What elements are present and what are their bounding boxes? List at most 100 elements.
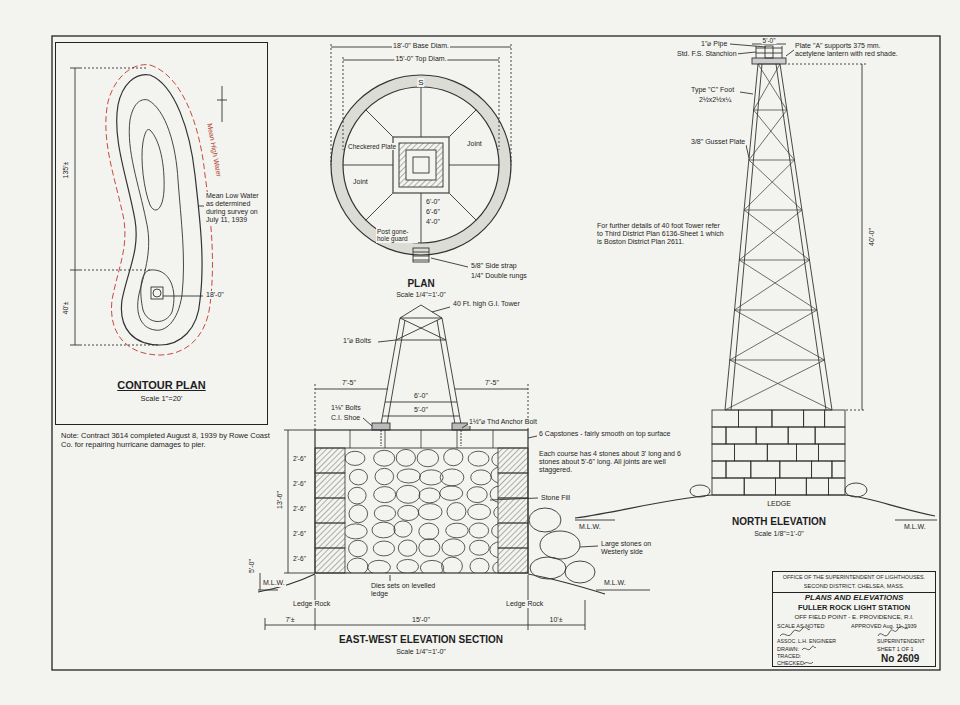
drawing-rect <box>498 448 528 473</box>
drawing-ellipse <box>467 487 487 503</box>
drawing-line <box>396 318 442 340</box>
drawing-note: 2½x2½x¼ <box>698 96 732 104</box>
drawing-ellipse <box>397 559 419 573</box>
drawing-note: Scale 1/8"=1'-0" <box>753 530 805 538</box>
drawing-line <box>331 44 332 165</box>
leader-line <box>431 258 468 267</box>
drawing-line <box>786 50 794 56</box>
drawing-rect <box>804 410 825 427</box>
drawing-note: 6'-0" <box>425 198 441 206</box>
drawing-note: Dies sets on levelled ledge <box>370 582 442 598</box>
drawing-ellipse <box>417 449 439 466</box>
drawing-line <box>575 520 615 521</box>
drawing-line <box>80 345 158 346</box>
drawing-ellipse <box>494 505 498 520</box>
drawing-note: 7'± <box>284 616 295 624</box>
drawing-note: Each course has 4 stones about 3' long a… <box>538 450 690 474</box>
view-title: PLAN <box>406 278 435 290</box>
drawing-ellipse <box>396 485 420 503</box>
node-text: SECOND DISTRICT. CHELSEA, MASS. <box>804 583 904 589</box>
drawing-ellipse <box>397 469 420 483</box>
drawing-line <box>366 110 393 137</box>
drawing-line <box>461 430 462 446</box>
drawing-rect <box>712 478 744 495</box>
drawing-line <box>730 360 825 361</box>
drawing-line <box>260 573 261 590</box>
drawing-rect <box>712 444 735 461</box>
drawing-line <box>580 546 598 547</box>
drawing-ellipse <box>490 486 498 502</box>
drawing-note: Checkered Plate <box>347 143 397 150</box>
drawing-line <box>350 430 351 448</box>
drawing-note: Scale 1/4"=1'-0" <box>395 648 447 656</box>
drawing-ellipse <box>540 531 580 559</box>
drawing-note: 15'-0" <box>411 616 431 624</box>
drawing-rect <box>788 427 815 444</box>
drawing-ellipse <box>398 505 419 520</box>
low-water-line <box>117 75 202 345</box>
drawing-rect <box>772 410 804 427</box>
drawing-ellipse <box>374 450 395 466</box>
drawing-ellipse <box>349 469 367 485</box>
sheet-border <box>52 36 940 670</box>
drawing-line <box>735 260 810 310</box>
drawing-note: 2'-6" <box>292 455 307 462</box>
drawing-line <box>80 270 150 271</box>
node-text: SHEET 1 OF 1 <box>877 646 914 652</box>
drawing-note: 2'-6" <box>292 505 307 512</box>
drawing-line <box>442 318 462 430</box>
dimension-label: 40'-0" <box>868 227 876 247</box>
drawing-line <box>386 320 405 430</box>
drawing-line <box>366 193 393 220</box>
drawing-line <box>739 210 802 260</box>
drawing-line <box>749 160 802 210</box>
drawing-line <box>725 410 832 411</box>
drawing-line <box>730 310 817 360</box>
drawing-line <box>315 448 528 449</box>
drawing-ellipse <box>490 542 498 558</box>
drawing-note: Std. F.S. Stanchion <box>676 50 738 58</box>
view-title: EAST-WEST ELEVATION SECTION <box>338 634 504 646</box>
drawing-rect <box>413 157 429 173</box>
drawing-ellipse <box>420 560 443 573</box>
drawing-line <box>383 416 459 417</box>
drawing-note: Plate "A" supports 375 mm. acetylene lan… <box>794 42 911 58</box>
dimension-label: 13'-6" <box>276 490 284 510</box>
drawing-ellipse <box>442 557 463 573</box>
drawing-rect <box>780 461 812 478</box>
plan-drawing <box>331 44 511 267</box>
drawing-note: 1"⌀ Pipe <box>700 40 728 48</box>
drawing-note: 1⅛" Bolts <box>330 404 362 412</box>
drawing-line <box>432 307 450 312</box>
node-heading: OFFICE OF THE SUPERINTENDENT OF LIGHTHOU… <box>783 575 925 581</box>
drawing-ellipse <box>394 521 412 537</box>
drawing-rect <box>765 46 773 58</box>
drawing-note: 1/4" Double rungs <box>470 272 528 280</box>
drawing-rect <box>767 444 796 461</box>
drawing-note: 1"⌀ Bolts <box>342 337 372 345</box>
drawing-note: Scale 1/4"=1'-0" <box>395 291 447 299</box>
drawing-rect <box>752 58 786 64</box>
drawing-line <box>585 600 586 630</box>
drawing-rect <box>315 448 345 473</box>
drawing-note: 2'-6" <box>292 530 307 537</box>
drawing-rect <box>372 423 390 430</box>
node-text: OFF FIELD POINT - E. PROVIDENCE, R.I. <box>794 614 913 621</box>
node-text: SUPERINTENDENT <box>877 639 925 645</box>
drawing-note: Ledge Rock <box>292 600 331 608</box>
drawing-line <box>400 318 442 319</box>
drawing-rect <box>315 430 528 573</box>
drawing-rect <box>832 461 845 478</box>
drawing-line <box>731 64 762 410</box>
drawing-line <box>378 340 396 342</box>
drawing-line <box>754 110 787 111</box>
drawing-note: For further details of 40 foot Tower ref… <box>596 222 728 246</box>
drawing-line <box>288 430 289 573</box>
drawing-ellipse <box>442 539 465 556</box>
ladder <box>413 248 429 262</box>
drawing-line <box>749 160 795 161</box>
drawing-line <box>449 193 476 220</box>
drawing-line <box>380 318 400 430</box>
drawing-line <box>730 360 832 410</box>
drawing-ellipse <box>347 558 368 573</box>
